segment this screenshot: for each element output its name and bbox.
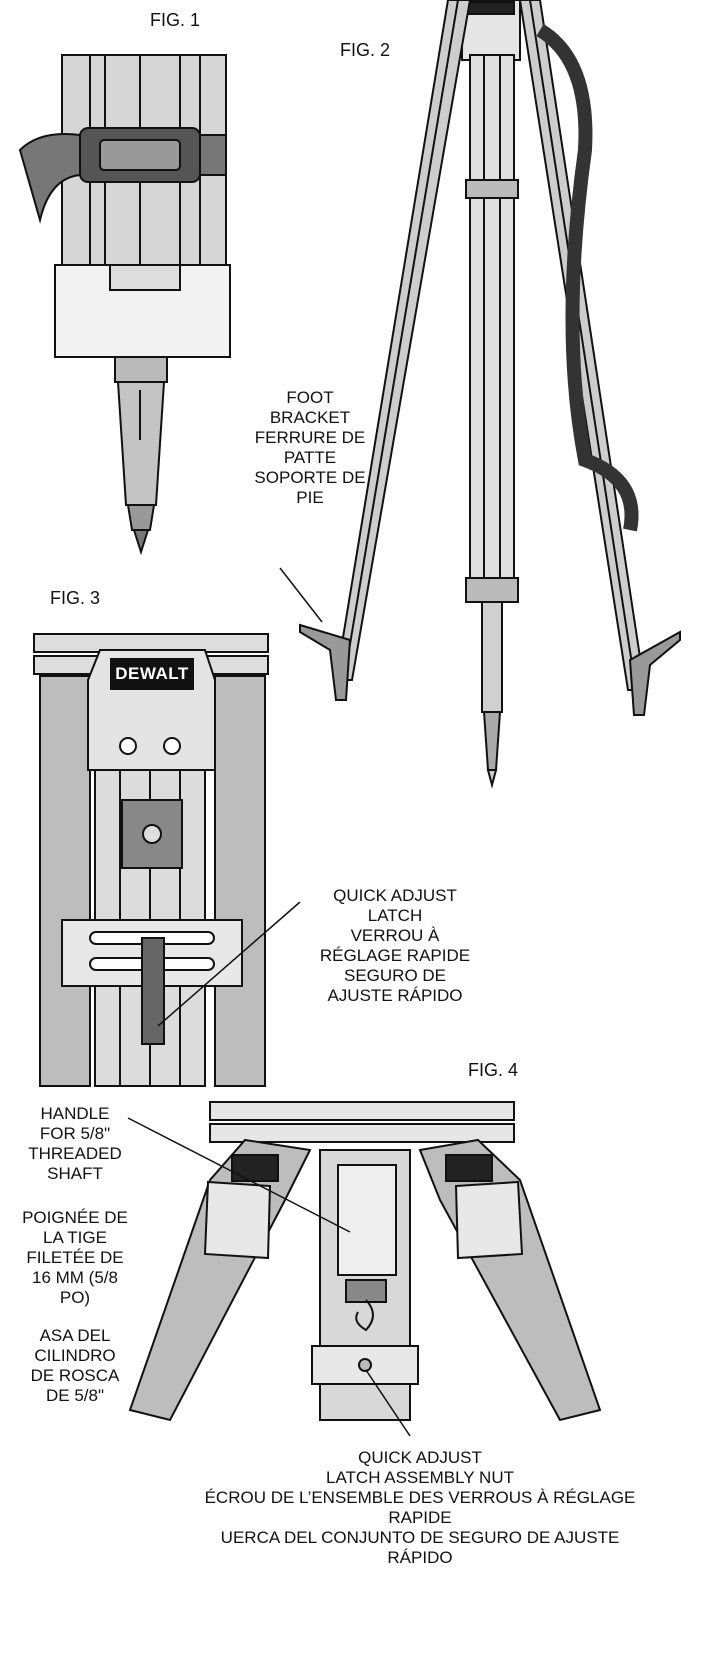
- latch-nut-callout: QUICK ADJUST LATCH ASSEMBLY NUT ÉCROU DE…: [204, 1448, 636, 1567]
- fig2-label: FIG. 2: [340, 40, 391, 60]
- handle-callout-en: HANDLE FOR 5/8" THREADED SHAFT: [28, 1104, 122, 1183]
- handle-callout-fr: POIGNÉE DE LA TIGE FILETÉE DE 16 MM (5/8…: [22, 1208, 128, 1307]
- fig3-brand-logo: DEWALT: [115, 664, 189, 683]
- fig4-label: FIG. 4: [468, 1060, 519, 1080]
- quick-adjust-latch-callout: QUICK ADJUST LATCH VERROU À RÉGLAGE RAPI…: [319, 886, 471, 1005]
- handle-callout-es: ASA DEL CILINDRO DE ROSCA DE 5/8": [30, 1326, 120, 1405]
- fig3-label: FIG. 3: [50, 588, 101, 608]
- foot-bracket-callout: FOOT BRACKET FERRURE DE PATTE SOPORTE DE…: [254, 388, 366, 507]
- fig1-label: FIG. 1: [150, 10, 201, 30]
